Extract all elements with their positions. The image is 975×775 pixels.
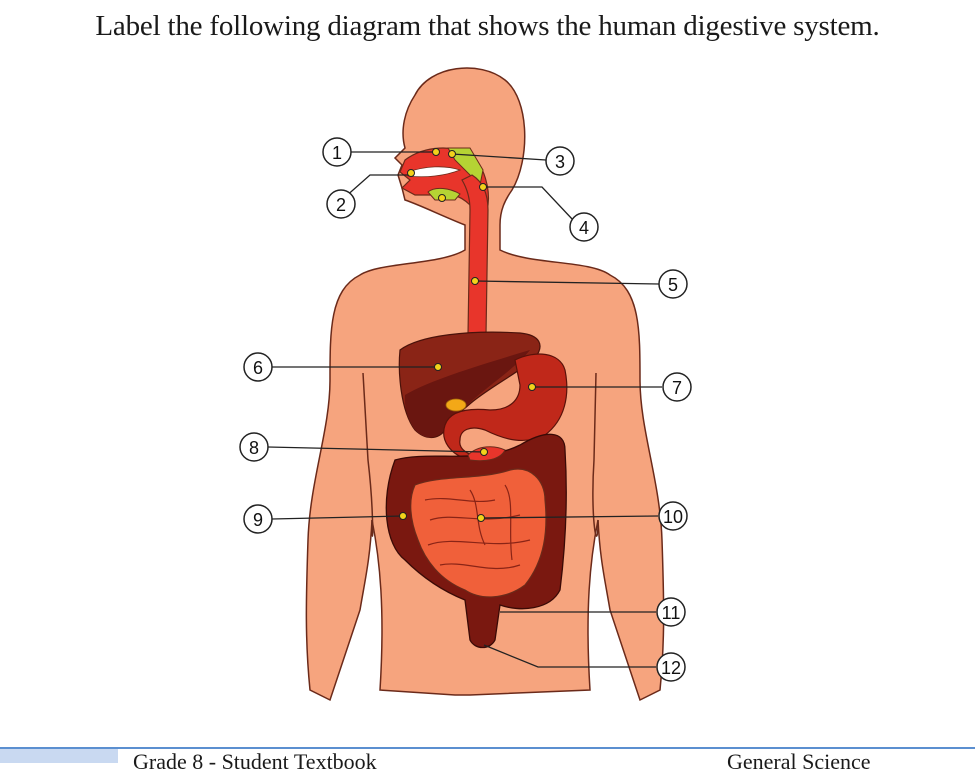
- callout-7: 7: [662, 372, 692, 402]
- callout-4: 4: [569, 212, 599, 242]
- svg-text:9: 9: [253, 510, 263, 530]
- marker-points: [399, 148, 536, 522]
- svg-text:7: 7: [672, 378, 682, 398]
- callout-9: 9: [243, 504, 273, 534]
- svg-text:11: 11: [662, 603, 681, 623]
- stomach: [443, 353, 568, 461]
- svg-text:4: 4: [579, 218, 589, 238]
- leader-lines: [267, 151, 662, 668]
- callout-8: 8: [239, 432, 269, 462]
- small-intestine: [410, 468, 547, 598]
- callout-10: 10: [658, 501, 688, 531]
- callout-3: 3: [545, 146, 575, 176]
- gall-bladder: [445, 398, 467, 412]
- callout-6: 6: [243, 352, 273, 382]
- footer-divider: [0, 747, 975, 749]
- footer-book-title: Grade 8 - Student Textbook: [133, 749, 377, 774]
- callout-1: 1: [322, 137, 352, 167]
- callout-11: 11: [656, 597, 686, 627]
- svg-text:6: 6: [253, 358, 263, 378]
- svg-text:2: 2: [336, 195, 346, 215]
- page-title: Label the following diagram that shows t…: [95, 10, 880, 42]
- svg-text:10: 10: [663, 507, 683, 527]
- svg-text:3: 3: [555, 152, 565, 172]
- svg-text:1: 1: [332, 143, 342, 163]
- footer-accent-block: [0, 749, 118, 763]
- callout-12: 12: [656, 652, 686, 682]
- svg-text:12: 12: [661, 658, 681, 678]
- footer-subject: General Science: [727, 749, 871, 774]
- callout-2: 2: [326, 189, 356, 219]
- callout-5: 5: [658, 269, 688, 299]
- small-intestine-folds: [424, 484, 531, 570]
- svg-text:8: 8: [249, 438, 259, 458]
- svg-text:5: 5: [668, 275, 678, 295]
